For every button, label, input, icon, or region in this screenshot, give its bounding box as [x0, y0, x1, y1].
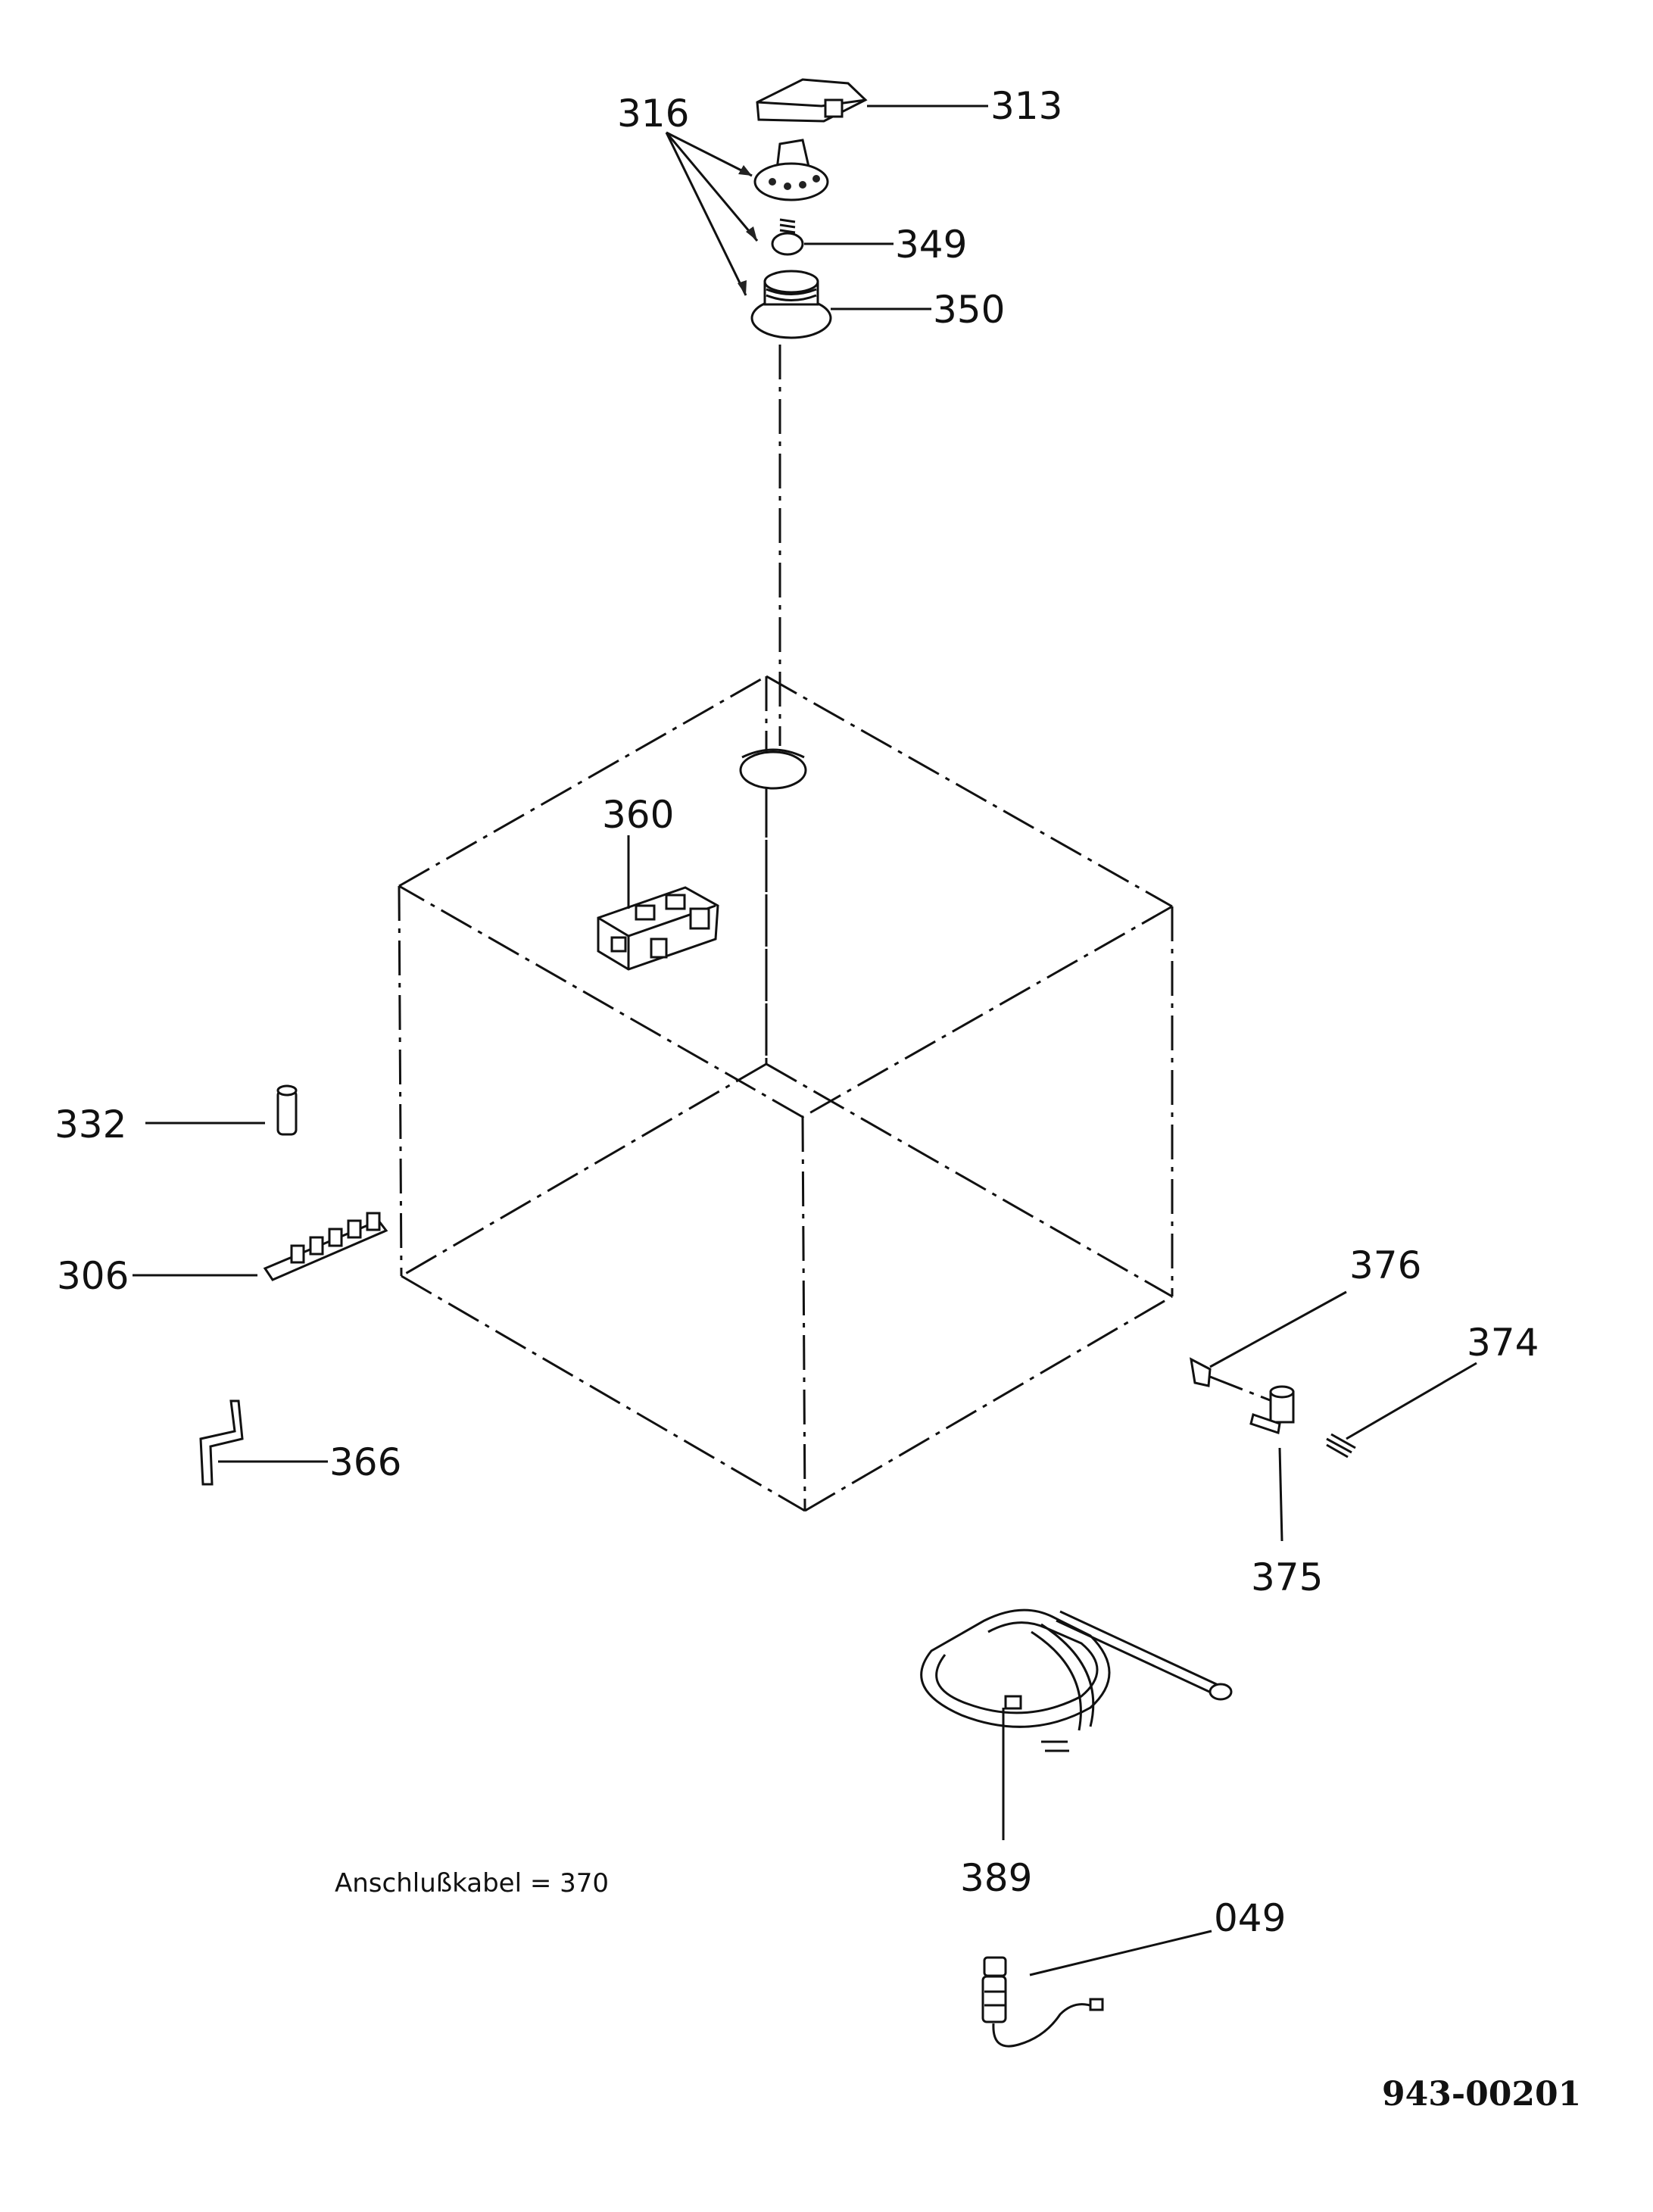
- part-350-dial-ring: 350: [750, 270, 1005, 339]
- part-360-switch: 360: [597, 793, 719, 971]
- label-306: 306: [57, 1254, 129, 1298]
- label-332: 332: [55, 1103, 126, 1147]
- part-332-cylinder: 332: [55, 1084, 298, 1147]
- label-350: 350: [933, 288, 1005, 332]
- label-389: 389: [960, 1856, 1032, 1900]
- label-313: 313: [990, 84, 1062, 128]
- part-313-knob-cap: 313: [756, 78, 1062, 128]
- part-306-terminal-strip: 306: [57, 1212, 388, 1298]
- label-349: 349: [895, 223, 967, 267]
- part-366-bracket: 366: [199, 1399, 401, 1486]
- part-375-lamp-holder: 375: [1209, 1375, 1323, 1599]
- label-360: 360: [602, 793, 674, 837]
- part-349-spring: 349: [771, 218, 967, 267]
- document-number: 943-00201: [1382, 2075, 1581, 2114]
- part-374-screw: 374: [1326, 1321, 1539, 1459]
- label-374: 374: [1467, 1321, 1539, 1365]
- cabinet-outline: [398, 345, 1174, 1512]
- label-366: 366: [329, 1440, 401, 1484]
- label-316: 316: [617, 92, 689, 136]
- part-376-clip: 376: [1190, 1243, 1421, 1387]
- connection-cable-note: Anschlußkabel = 370: [335, 1868, 609, 1898]
- label-375: 375: [1251, 1555, 1323, 1599]
- part-389-heating-element: 389: [920, 1608, 1233, 1900]
- label-376: 376: [1349, 1243, 1421, 1287]
- part-049-sensor: 049: [981, 1896, 1286, 2048]
- knob-hole: [739, 748, 807, 790]
- label-049: 049: [1214, 1896, 1286, 1940]
- part-316-knob: 316: [617, 92, 829, 296]
